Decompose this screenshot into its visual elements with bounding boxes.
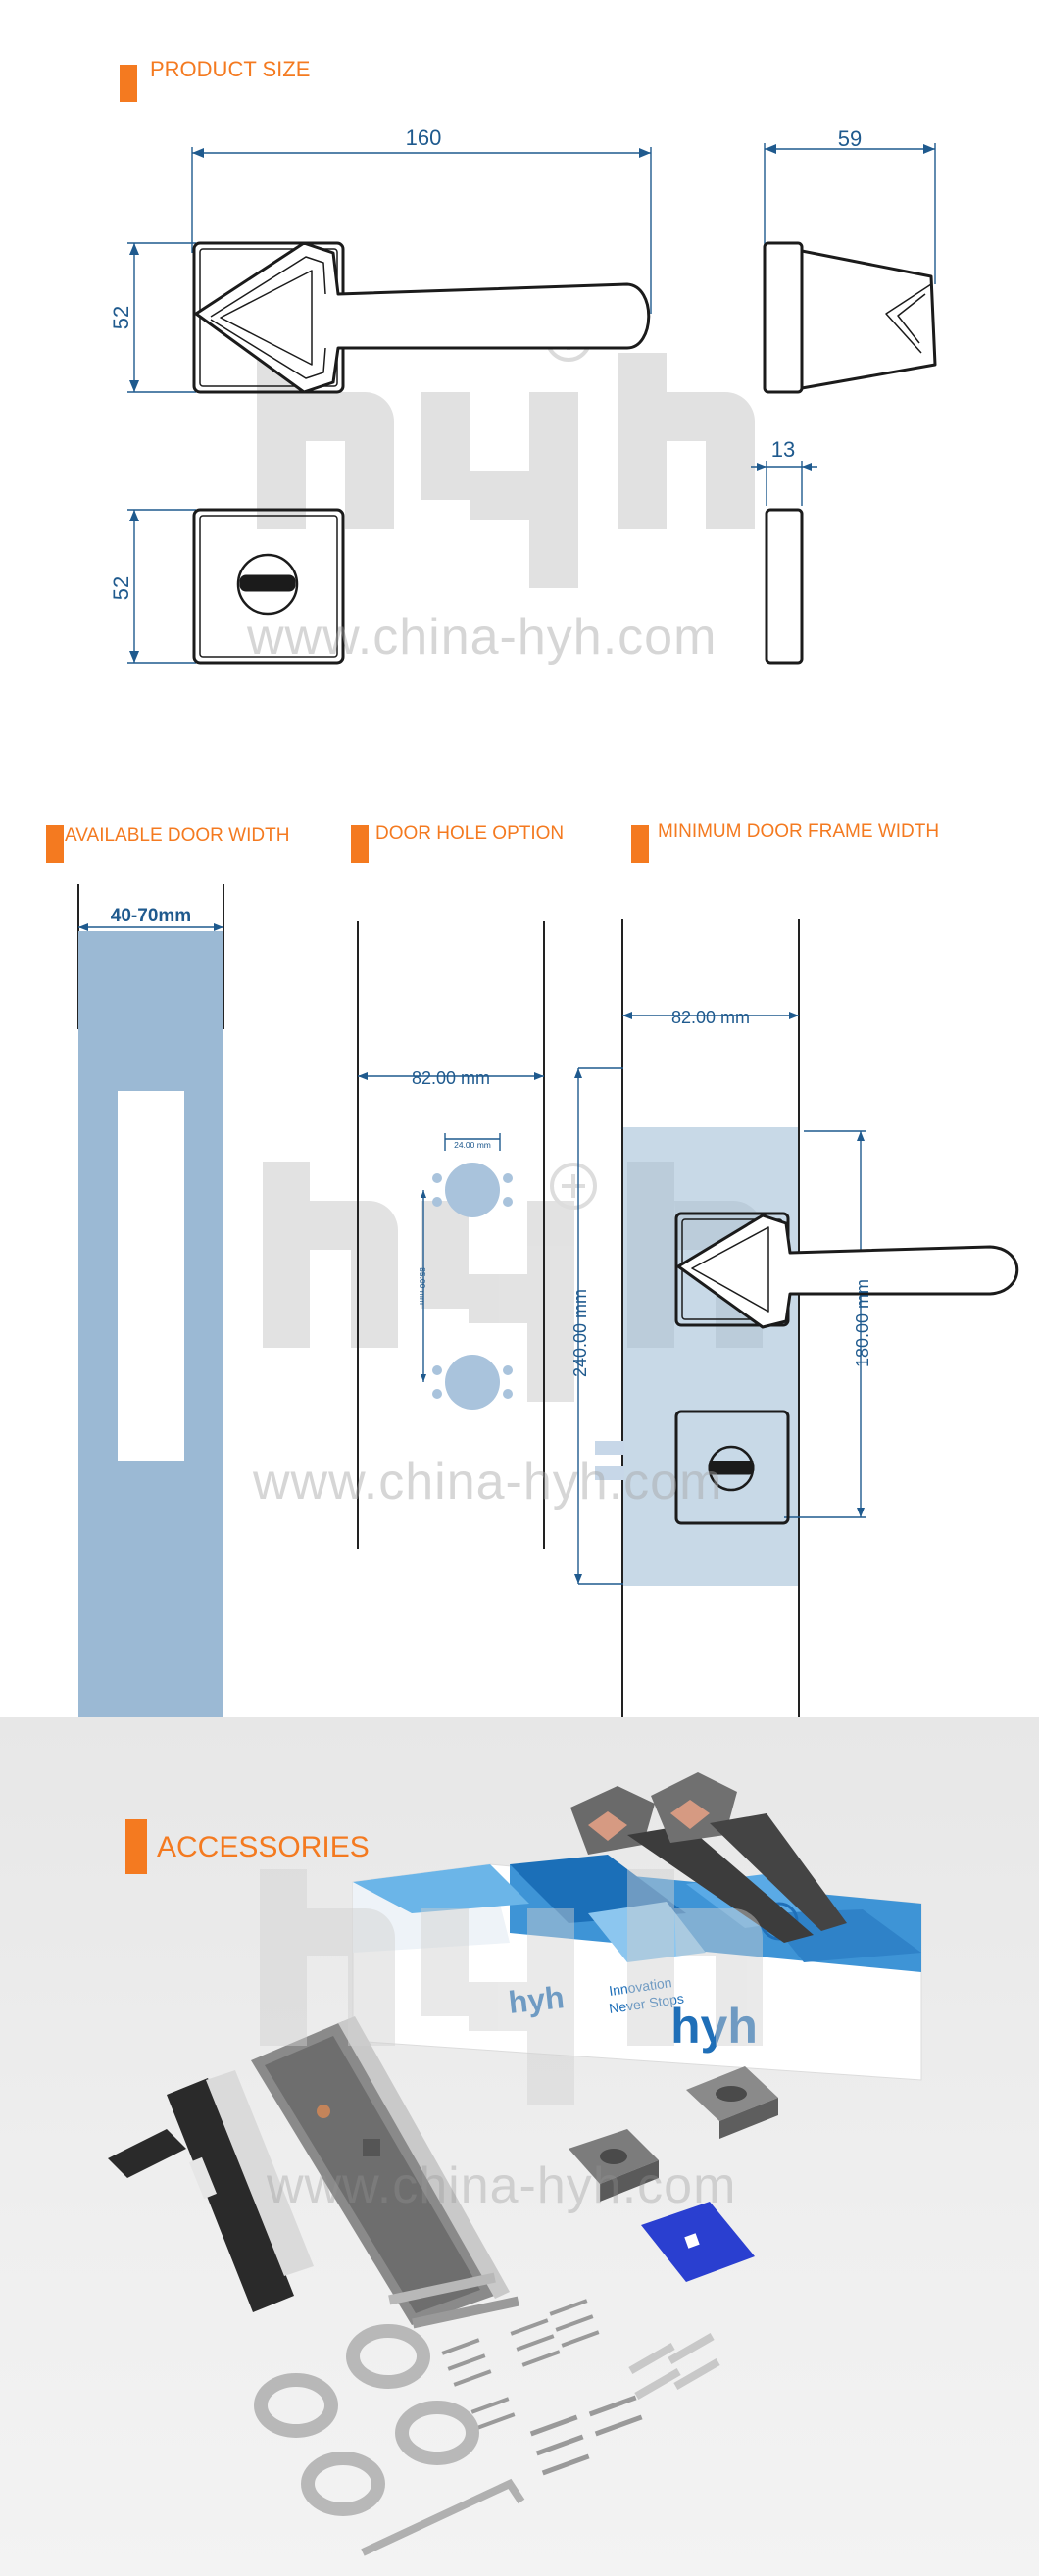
handle-front-view: [192, 241, 651, 394]
box-brand-large: hyh: [670, 1999, 758, 2054]
faceplate: [206, 2070, 314, 2276]
accessories-marker: [125, 1819, 147, 1874]
escutcheon-height-label: 52: [109, 576, 133, 600]
box-brand-small: hyh: [507, 1979, 566, 2020]
handles-on-box: [570, 1772, 847, 1943]
accessories-illustration: hyh Innovation Never Stops hyh: [108, 1772, 922, 2556]
strike-plate: [108, 2078, 294, 2312]
spindles: [388, 2272, 520, 2329]
blue-gasket: [641, 2202, 755, 2282]
hole-spacing-label: 82.00 mm: [412, 1068, 490, 1088]
product-size-drawing: 160 59 52 13: [109, 125, 937, 665]
door-width-label: 40-70mm: [111, 906, 191, 926]
door-width-drawing: [77, 884, 224, 1717]
min-frame-marker: [631, 825, 649, 863]
hole-diameter-label: 24.00 mm: [454, 1140, 491, 1150]
product-size-title: PRODUCT SIZE: [150, 57, 311, 81]
door-hole-marker: [351, 825, 369, 863]
panel-height-label: 240.00 mm: [570, 1289, 590, 1377]
door-width-marker: [46, 825, 64, 863]
min-frame-title: MINIMUM DOOR FRAME WIDTH: [658, 821, 940, 842]
door-width-title: AVAILABLE DOOR WIDTH: [65, 825, 290, 846]
mounting-rings: [254, 2324, 479, 2516]
escutcheon-height-dimension: [127, 509, 196, 664]
rose-height-dimension: [127, 242, 196, 393]
handle-height-label: 180.00 mm: [853, 1279, 872, 1367]
thickness-label: 13: [771, 437, 795, 462]
handle-side-view: [763, 241, 937, 394]
frame-spacing-label: 82.00 mm: [671, 1008, 750, 1027]
watermark-url-2: www.china-hyh.com: [253, 1454, 723, 1511]
rose-height-label: 52: [109, 306, 133, 329]
product-size-marker: [120, 65, 137, 102]
depth-label: 59: [838, 126, 862, 151]
depth-dimension: [764, 143, 936, 284]
watermark-logo: [257, 315, 755, 588]
hole-center-label: 85.00 mm: [418, 1267, 427, 1305]
escutcheon-side-view: [765, 508, 804, 665]
length-label: 160: [406, 125, 442, 150]
escutcheon-front-view: [192, 508, 345, 665]
watermark-url: www.china-hyh.com: [247, 609, 717, 666]
door-hole-drawing: [357, 921, 545, 1549]
hex-key: [361, 2478, 525, 2556]
watermark-logo-3: [260, 1869, 763, 2105]
min-frame-drawing: [574, 919, 1019, 1717]
length-dimension: [191, 147, 652, 314]
accessories-section: hyh Innovation Never Stops hyh: [0, 1717, 1039, 2576]
thickness-dimension: [751, 461, 817, 506]
screws: [441, 2299, 720, 2476]
escutcheon-roses: [569, 2066, 778, 2202]
door-drawings: 40-70mm 82.00 mm 24.00 mm 85.00 mm: [77, 884, 1019, 1717]
watermark-url-3: www.china-hyh.com: [267, 2157, 737, 2214]
accessories-title: ACCESSORIES: [157, 1831, 370, 1863]
door-hole-title: DOOR HOLE OPTION: [375, 823, 565, 844]
mortise-lock: [251, 2016, 510, 2325]
